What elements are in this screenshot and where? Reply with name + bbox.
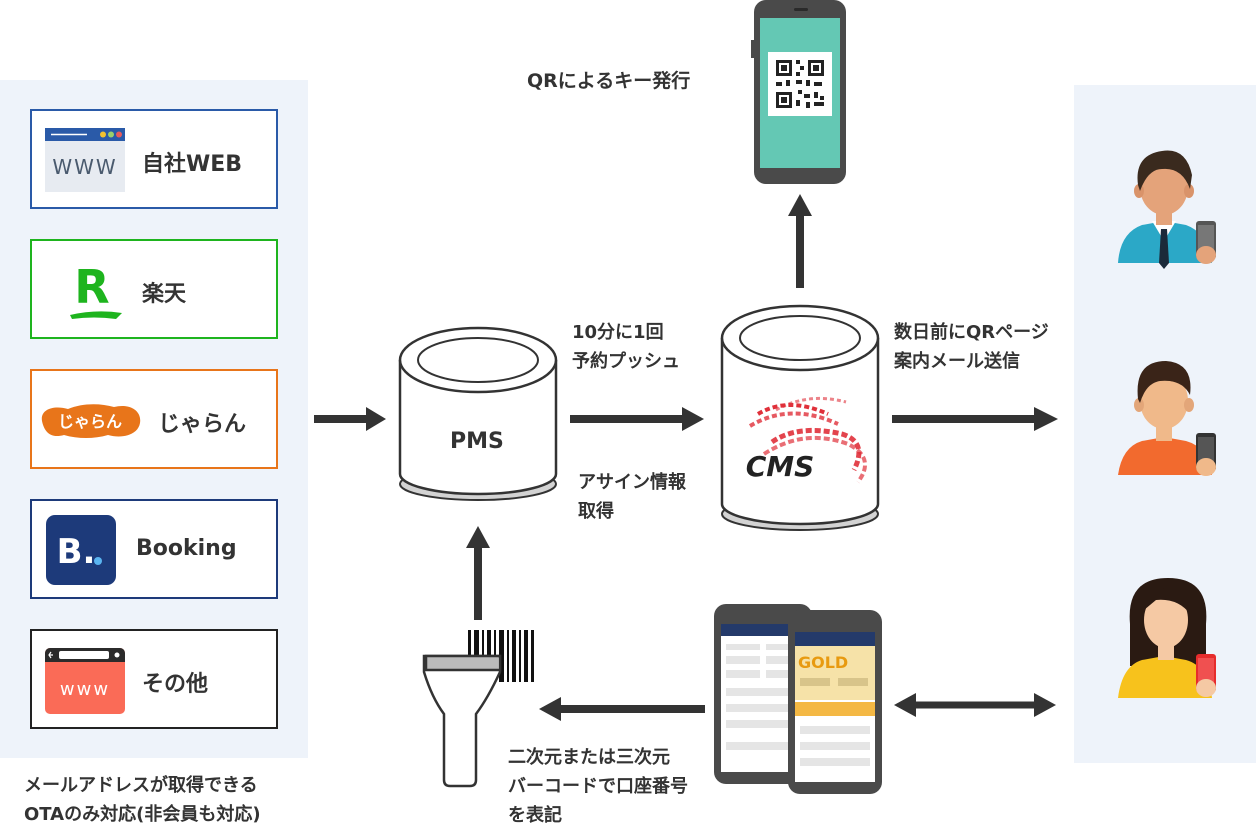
source-own-web: WWW 自社WEB	[30, 109, 278, 209]
source-other-label: その他	[142, 672, 209, 697]
source-other: www その他	[30, 629, 278, 729]
browser-window-icon-text: www	[60, 679, 110, 700]
source-own-web-label: 自社WEB	[142, 152, 243, 177]
barcode-scanner-icon	[422, 630, 534, 788]
arrow-scanner-to-pms	[466, 526, 490, 620]
barcode-text-line-2: バーコードで口座番号	[508, 776, 688, 797]
guest-woman-icon	[1118, 578, 1216, 698]
push-text-line-1: 10分に1回	[572, 322, 664, 343]
svg-text:じゃらん: じゃらん	[58, 412, 122, 431]
mail-text-line-1: 数日前にQRページ	[894, 322, 1049, 343]
cms-logo-icon	[748, 396, 868, 484]
source-rakuten: R 楽天	[30, 239, 278, 339]
cms-logo-text: CMS	[746, 450, 815, 483]
guest-man-suit-icon	[1118, 150, 1216, 269]
smartphone-qr-icon	[751, 0, 846, 184]
assign-text-line-2: 取得	[578, 501, 614, 522]
svg-text:R: R	[74, 260, 109, 314]
svg-text:B.: B.	[57, 532, 96, 572]
browser-icon: WWW	[45, 128, 125, 192]
member-app-phone-front: GOLD	[788, 610, 882, 794]
mail-text-line-2: 案内メール送信	[894, 351, 1020, 372]
rakuten-logo-icon: R	[70, 260, 122, 319]
pms-label: PMS	[450, 429, 504, 454]
guest-man-icon	[1118, 361, 1216, 476]
booking-logo-icon: B.	[46, 515, 116, 585]
source-booking: B. Booking	[30, 499, 278, 599]
source-booking-label: Booking	[136, 536, 237, 561]
assign-text-line-1: アサイン情報	[578, 472, 686, 493]
source-rakuten-label: 楽天	[142, 282, 187, 307]
ota-note-line-2: OTAのみ対応(非会員も対応)	[24, 804, 261, 825]
barcode-text-line-1: 二次元または三次元	[508, 747, 670, 768]
arrow-pms-to-cms	[570, 407, 704, 431]
source-jalan-label: じゃらん	[158, 412, 247, 437]
arrow-sources-to-pms	[314, 407, 386, 431]
arrow-phones-to-scanner	[539, 697, 705, 721]
pms-database	[398, 326, 558, 501]
browser-icon-text: WWW	[52, 155, 117, 179]
arrow-cms-to-guests	[892, 407, 1058, 431]
gold-rank-text: GOLD	[798, 653, 848, 672]
qr-text: QRによるキー発行	[527, 70, 691, 92]
cms-database: CMS	[720, 304, 880, 531]
push-text-line-2: 予約プッシュ	[572, 351, 680, 372]
ota-note-line-1: メールアドレスが取得できる	[24, 775, 258, 796]
barcode-text-line-3: を表記	[508, 805, 562, 826]
arrow-cms-to-phone	[788, 194, 812, 288]
source-jalan: じゃらん じゃらん	[30, 369, 278, 469]
jalan-logo-icon: じゃらん	[41, 404, 141, 438]
browser-window-icon: www	[45, 648, 125, 714]
arrow-phones-guests-bidirectional	[894, 693, 1056, 717]
